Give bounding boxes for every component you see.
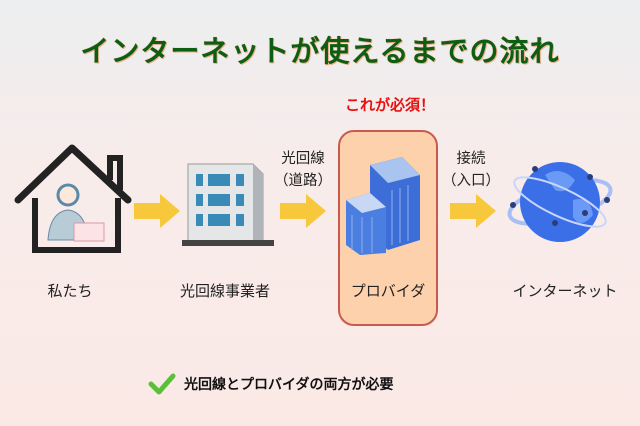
globe-network-icon xyxy=(507,162,613,242)
diagram-title: インターネットが使えるまでの流れ xyxy=(80,34,560,68)
connector-sublabel: （道路） xyxy=(274,173,332,189)
node-label-provider: プロバイダ xyxy=(350,282,426,300)
connector-label: 光回線 xyxy=(281,151,325,167)
node-label-internet: インターネット xyxy=(512,282,618,300)
checkmark-icon xyxy=(148,373,176,395)
note-text: 光回線とプロバイダの両方が必要 xyxy=(184,377,394,393)
arrow-right-icon xyxy=(280,194,326,228)
arrow-right-icon xyxy=(450,194,496,228)
office-building-icon xyxy=(182,163,274,246)
connector-fiber: 光回線 （道路） xyxy=(268,148,338,192)
requirement-note: 光回線とプロバイダの両方が必要 xyxy=(148,373,393,395)
blue-buildings-icon xyxy=(346,157,420,255)
node-label-us: 私たち xyxy=(47,282,93,300)
connector-sublabel: （入口） xyxy=(442,173,500,189)
connector-connection: 接続 （入口） xyxy=(436,148,506,192)
callout-required: これが必須！ xyxy=(344,96,435,114)
connector-label: 接続 xyxy=(456,151,486,167)
house-person-icon xyxy=(14,144,132,253)
arrow-right-icon xyxy=(134,194,180,228)
node-label-fiber-operator: 光回線事業者 xyxy=(179,282,270,300)
